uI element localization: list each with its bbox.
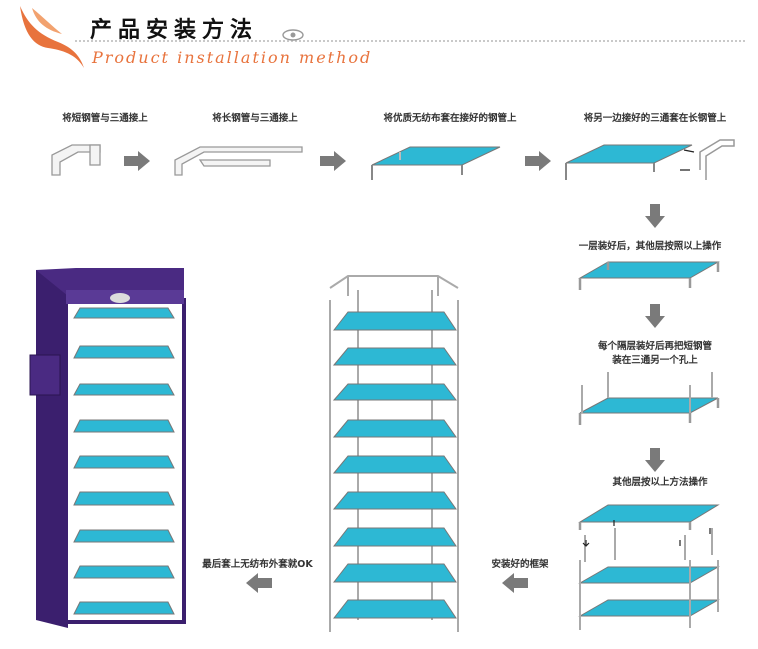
step-3-caption: 将优质无纺布套在接好的钢管上 [383,113,517,124]
page-title: 产品安装方法 [90,17,259,43]
assembled-frame-shelves [332,311,457,619]
step-2-illustration [174,146,303,176]
step-6-caption-line2: 装在三通另一个孔上 [612,355,698,366]
arrow-down-1 [645,204,665,228]
arrow-down-3 [645,448,665,472]
covered-cabinet-illustration [29,268,186,628]
page-subtitle: Product installation method [92,48,373,67]
arrow-right-1 [124,151,150,171]
step-5-illustration [578,261,720,290]
arrow-left-2 [246,573,272,593]
eye-icon [282,28,304,42]
arrow-right-3 [525,151,551,171]
step-5-caption: 一层装好后，其他层按照以上操作 [578,241,722,252]
step-1-illustration [51,144,101,176]
step-4-caption: 将另一边接好的三通套在长钢管上 [583,113,727,124]
step-6-caption-line1: 每个隔层装好后再把短钢管 [597,341,712,352]
step-9-caption: 最后套上无纺布外套就OK [202,559,313,570]
assembled-frame-illustration [329,275,459,632]
step-1-caption: 将短钢管与三通接上 [62,113,148,124]
step-7-illustration [578,504,720,630]
arrow-right-2 [320,151,346,171]
arrow-down-2 [645,304,665,328]
step-7-caption: 其他层按以上方法操作 [612,477,708,488]
step-4-illustration [565,139,735,180]
step-3-illustration [371,146,501,180]
arrow-left-1 [502,573,528,593]
header-logo [18,4,88,74]
title-divider [75,40,745,42]
step-6-illustration [578,372,720,425]
step-8-caption: 安装好的框架 [491,559,549,570]
flame-logo-icon [20,6,84,68]
step-2-caption: 将长钢管与三通接上 [212,113,298,124]
